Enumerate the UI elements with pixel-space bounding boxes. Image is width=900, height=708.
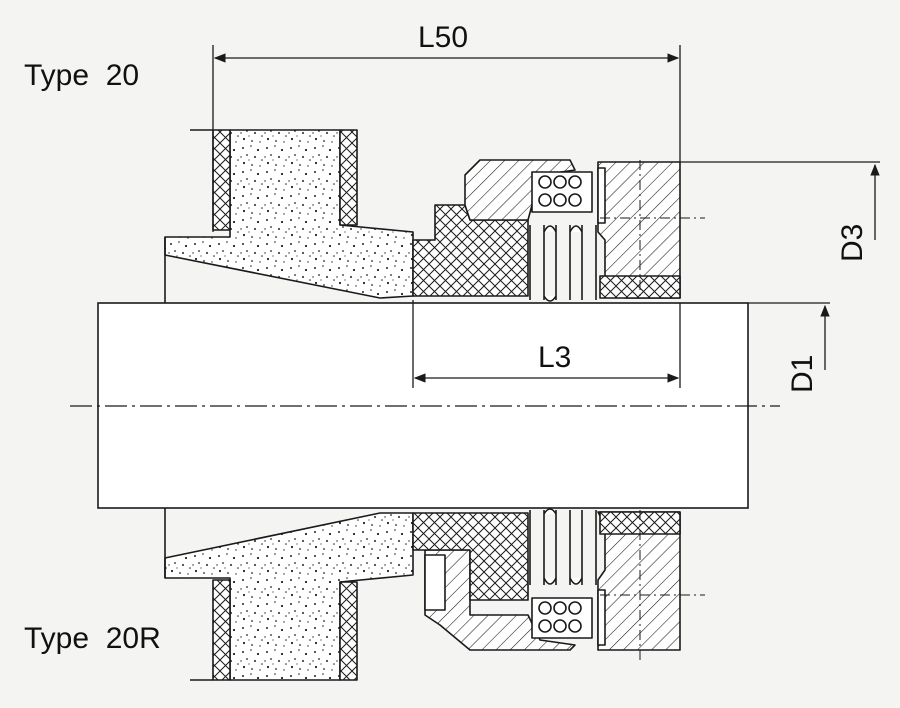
top-spring xyxy=(531,171,593,213)
bottom-seat-insert xyxy=(599,511,681,535)
dimension-lines xyxy=(212,45,880,388)
dimension-d1-label: D1 xyxy=(786,355,819,393)
type-20r-label: Type 20R xyxy=(24,622,161,655)
bottom-housing xyxy=(164,512,414,681)
bottom-gasket-left xyxy=(212,579,231,681)
bottom-bellows xyxy=(529,508,597,585)
bottom-gasket-right xyxy=(339,581,358,681)
bottom-seal-ring xyxy=(412,512,529,601)
seat-centerlines xyxy=(600,160,705,660)
top-gasket-left xyxy=(212,129,231,231)
dimension-l50-label: L50 xyxy=(418,21,468,54)
top-bellows xyxy=(529,225,597,302)
dimension-d3-label: D3 xyxy=(836,224,869,262)
bottom-assembly xyxy=(164,508,681,681)
top-assembly xyxy=(164,129,681,303)
top-gasket-right xyxy=(339,129,358,226)
top-housing xyxy=(164,129,414,299)
dimension-l3-label: L3 xyxy=(538,341,571,374)
type-20-label: Type 20 xyxy=(24,59,139,92)
bottom-spring xyxy=(531,597,593,639)
